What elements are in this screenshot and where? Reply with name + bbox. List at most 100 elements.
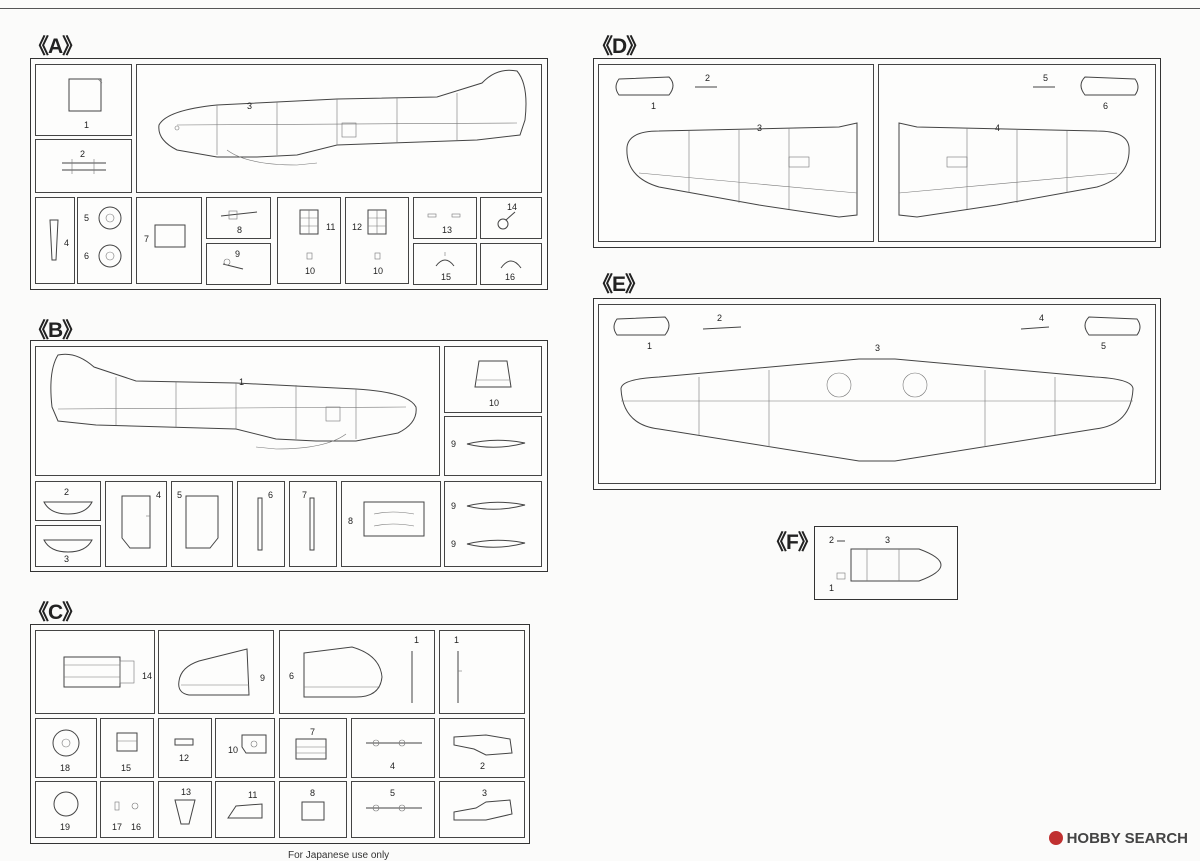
- part-b5-drawing: [185, 495, 219, 549]
- part-label: 13: [181, 787, 192, 797]
- part-a16-drawing: [500, 260, 522, 269]
- sprue-f-frame: 2 3 1: [814, 526, 958, 600]
- part-label: 2: [717, 313, 723, 323]
- part-label: 8: [237, 225, 243, 235]
- part-c8-cell: 8: [279, 781, 347, 838]
- part-label: 2: [80, 149, 86, 159]
- part-c3-drawing: [453, 799, 513, 821]
- part-a12-drawing: [367, 209, 387, 260]
- part-b7-cell: 7: [289, 481, 337, 567]
- part-a7-drawing: [154, 224, 186, 248]
- part-a7-cell: 7: [136, 197, 202, 284]
- section-b-label: 《B》: [28, 319, 83, 342]
- part-b3-drawing: [43, 539, 93, 553]
- part-label: 1: [647, 341, 653, 351]
- part-a8-cell: 8: [206, 197, 271, 239]
- part-a14-cell: 14: [480, 197, 542, 239]
- part-label: 1: [414, 635, 420, 645]
- part-label: 14: [507, 202, 518, 212]
- part-label: 16: [131, 822, 142, 832]
- part-c4-cell: 4: [351, 718, 435, 778]
- section-d-label: 《D》: [592, 35, 647, 58]
- part-c19-drawing: [53, 791, 79, 817]
- part-a13-drawing: [427, 213, 461, 218]
- part-b4-cell: 4: [105, 481, 167, 567]
- part-c18-drawing: [52, 729, 80, 757]
- fuselage-right-drawing: [50, 353, 417, 450]
- part-label: 10: [305, 266, 316, 276]
- part-c10-cell: 10: [215, 718, 275, 778]
- watermark: HOBBY SEARCH: [1048, 830, 1188, 847]
- right-wing-lower-drawing: [898, 76, 1139, 218]
- part-a10-a12-cell: 12 10: [345, 197, 409, 284]
- part-label: 6: [1103, 101, 1109, 111]
- part-label: 12: [179, 753, 190, 763]
- part-label: 5: [390, 788, 396, 798]
- part-d-left-wing-cell: 1 2 3: [598, 64, 874, 242]
- top-rule: [0, 8, 1200, 9]
- part-label: 10: [489, 398, 500, 408]
- part-label: 2: [829, 535, 835, 545]
- part-label: 2: [480, 761, 486, 771]
- section-a-label: 《A》: [28, 35, 83, 58]
- part-label: 16: [505, 272, 516, 282]
- part-label: 8: [348, 516, 354, 526]
- part-label: 7: [144, 234, 150, 244]
- part-label: 18: [60, 763, 71, 773]
- part-c13-drawing: [174, 799, 196, 825]
- part-label: 15: [441, 272, 452, 282]
- part-label: 7: [302, 490, 308, 500]
- part-label: 1: [454, 635, 460, 645]
- footnote: For Japanese use only: [288, 850, 390, 861]
- part-label: 4: [64, 238, 70, 248]
- part-label: 12: [352, 222, 363, 232]
- wheel-drawings: [98, 206, 122, 268]
- part-b8-cell: 8: [341, 481, 441, 567]
- part-c6-drawing: [303, 646, 413, 703]
- part-c18-cell: 18: [35, 718, 97, 778]
- part-label: 6: [84, 251, 90, 261]
- part-b2-cell: 2: [35, 481, 101, 521]
- part-label: 9: [451, 439, 457, 449]
- part-a10-a11-cell: 11 10: [277, 197, 341, 284]
- part-a9-drawing: [222, 258, 244, 270]
- section-e-label: 《E》: [592, 273, 646, 296]
- part-label: 9: [451, 539, 457, 549]
- part-label: 14: [142, 671, 153, 681]
- part-b8-drawing: [363, 501, 425, 537]
- part-label: 5: [1043, 73, 1049, 83]
- part-c10-drawing: [241, 734, 267, 754]
- hobby-search-logo-icon: [1048, 831, 1063, 845]
- part-c7-drawing: [295, 738, 327, 760]
- left-wing-lower-drawing: [615, 76, 858, 218]
- part-a4-cell: 4: [35, 197, 75, 284]
- part-c9-drawing: [178, 648, 250, 696]
- sprue-c-frame: 14 9 6 1 1: [30, 624, 530, 844]
- part-b1-fuselage-cell: 1: [35, 346, 440, 476]
- part-c9-cell: 9: [158, 630, 274, 714]
- part-c14-cell: 14: [35, 630, 155, 714]
- part-c3-cell: 3: [439, 781, 525, 838]
- part-c14-drawing: [63, 656, 135, 688]
- part-a14-drawing: [497, 211, 516, 230]
- part-b5-cell: 5: [171, 481, 233, 567]
- part-b9-cell: 9: [444, 416, 542, 476]
- part-b9-drawing: [466, 439, 526, 448]
- part-label: 10: [373, 266, 384, 276]
- part-label: 3: [875, 343, 881, 353]
- part-label: 15: [121, 763, 132, 773]
- part-c6-c1-cell: 6 1: [279, 630, 435, 714]
- part-c11-drawing: [227, 803, 263, 819]
- part-c11-cell: 11: [215, 781, 275, 838]
- part-c12-cell: 12: [158, 718, 212, 778]
- part-label: 1: [651, 101, 657, 111]
- part-label: 5: [177, 490, 183, 500]
- part-label: 9: [451, 501, 457, 511]
- part-label: 10: [228, 745, 239, 755]
- part-label: 3: [482, 788, 488, 798]
- part-b9-pair-drawing: [466, 501, 526, 548]
- part-label: 6: [268, 490, 274, 500]
- part-label: 2: [64, 487, 70, 497]
- part-label: 3: [757, 123, 763, 133]
